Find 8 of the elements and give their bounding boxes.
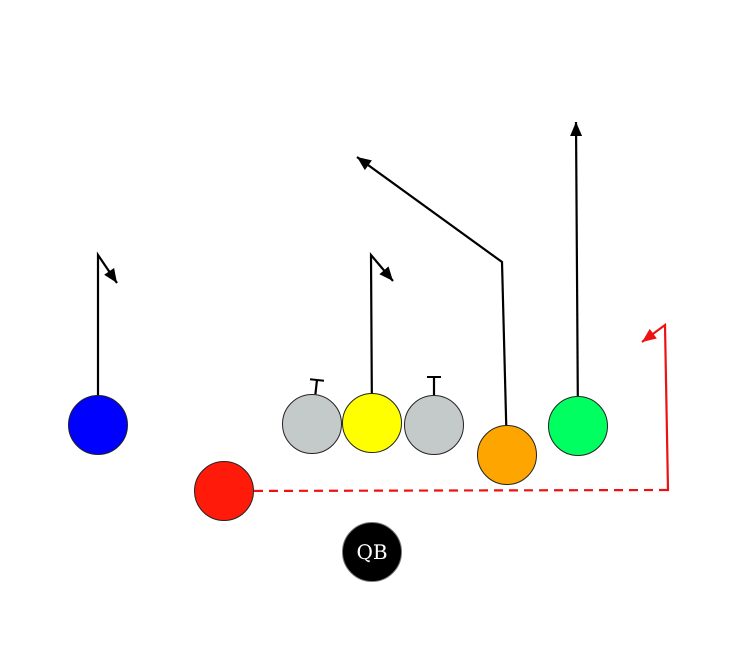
block-route [426, 376, 442, 395]
block-route [309, 378, 325, 394]
route-arrow [370, 252, 394, 393]
route-arrow [356, 156, 508, 426]
player-label: QB [356, 540, 388, 564]
route-arrow [96, 251, 118, 395]
route-arrow [570, 122, 582, 396]
motion-route-arrow [254, 322, 670, 492]
